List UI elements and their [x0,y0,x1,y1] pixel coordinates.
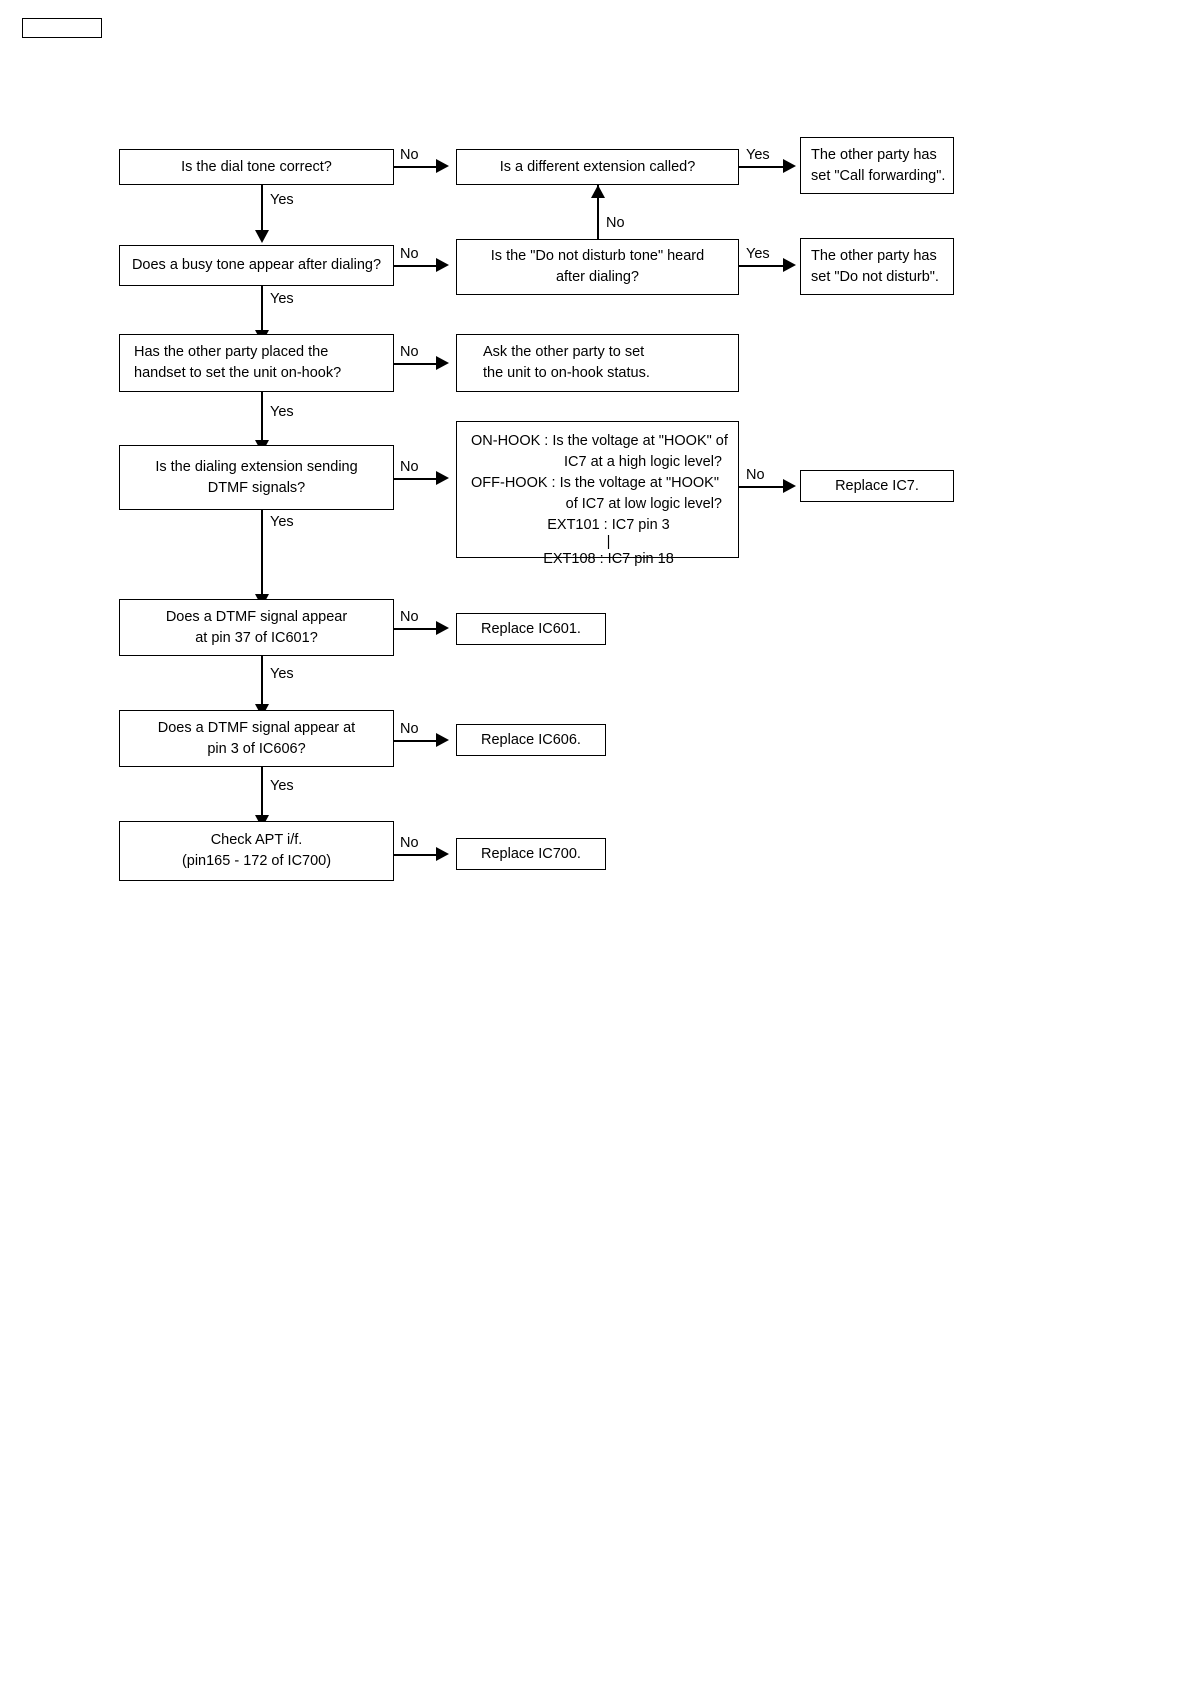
edge-dnd-yes-arrow [783,258,796,272]
edge-label-handset-no: No [400,344,419,360]
edge-diff-ext-yes-arrow [783,159,796,173]
node-dialing-dtmf: Is the dialing extension sending DTMF si… [119,445,394,510]
node-do-not-disturb: The other party has set "Do not disturb"… [800,238,954,295]
edge-label-dtmf-send-no: No [400,459,419,475]
node-replace-ic601-label: Replace IC601. [481,620,581,637]
edge-label-handset-yes: Yes [270,404,294,420]
node-ask-onhook-label: Ask the other party to set the unit to o… [483,344,650,381]
hook-check-line-3: OFF-HOOK : Is the voltage at "HOOK" [471,475,720,492]
edge-hook-no-arrow [783,479,796,493]
edge-ic601-yes-line [261,656,263,708]
edge-busy-tone-no-arrow [436,258,449,272]
node-replace-ic7: Replace IC7. [800,470,954,502]
edge-busy-tone-yes-line [261,286,263,334]
edge-label-dnd-yes: Yes [746,246,770,262]
edge-handset-no-arrow [436,356,449,370]
edge-diff-ext-yes-line [739,166,783,168]
edge-handset-no-line [394,363,436,365]
corner-empty-box [22,18,102,38]
edge-label-dnd-no: No [606,215,625,231]
node-dtmf-ic601: Does a DTMF signal appear at pin 37 of I… [119,599,394,656]
edge-apt-no-arrow [436,847,449,861]
node-do-not-disturb-label: The other party has set "Do not disturb"… [811,247,939,285]
hook-check-vertical-dots: | [606,534,611,551]
edge-dnd-no-line [597,185,599,240]
edge-dtmf-send-no-arrow [436,471,449,485]
node-handset-onhook: Has the other party placed the handset t… [119,334,394,392]
edge-dtmf-send-no-line [394,478,436,480]
hook-check-line-4: of IC7 at low logic level? [565,496,722,513]
edge-dial-tone-no-arrow [436,159,449,173]
edge-dnd-no-arrow [591,185,605,198]
node-replace-ic606: Replace IC606. [456,724,606,756]
hook-check-line-1: ON-HOOK : Is the voltage at "HOOK" of [471,433,728,449]
edge-label-apt-no: No [400,835,419,851]
node-replace-ic700-label: Replace IC700. [481,845,581,862]
edge-label-busy-tone-yes: Yes [270,291,294,307]
edge-ic606-yes-line [261,767,263,819]
node-different-extension-label: Is a different extension called? [499,158,696,175]
node-dtmf-ic601-label: Does a DTMF signal appear at pin 37 of I… [165,608,348,646]
node-check-apt-label: Check APT i/f. (pin165 - 172 of IC700) [181,832,332,869]
edge-label-ic606-yes: Yes [270,778,294,794]
node-dialing-dtmf-label: Is the dialing extension sending DTMF si… [155,458,358,496]
node-dnd-tone: Is the "Do not disturb tone" heard after… [456,239,739,295]
edge-label-dial-tone-no: No [400,147,419,163]
edge-ic601-no-line [394,628,436,630]
node-handset-onhook-label: Has the other party placed the handset t… [134,344,342,381]
edge-hook-no-line [739,486,783,488]
node-call-forwarding: The other party has set "Call forwarding… [800,137,954,194]
edge-label-diff-ext-yes: Yes [746,147,770,163]
hook-check-line-2: IC7 at a high logic level? [564,454,722,471]
node-check-apt: Check APT i/f. (pin165 - 172 of IC700) [119,821,394,881]
edge-label-ic606-no: No [400,721,419,737]
node-replace-ic606-label: Replace IC606. [481,731,581,748]
edge-label-dial-tone-yes: Yes [270,192,294,208]
edge-apt-no-line [394,854,436,856]
edge-dial-tone-yes-line [261,185,263,233]
node-replace-ic7-label: Replace IC7. [835,477,919,494]
node-dtmf-ic606-label: Does a DTMF signal appear at pin 3 of IC… [157,719,356,757]
edge-handset-yes-line [261,392,263,444]
node-dial-tone: Is the dial tone correct? [119,149,394,185]
edge-label-busy-tone-no: No [400,246,419,262]
node-dial-tone-label: Is the dial tone correct? [181,158,332,175]
node-busy-tone: Does a busy tone appear after dialing? [119,245,394,286]
node-different-extension: Is a different extension called? [456,149,739,185]
node-replace-ic601: Replace IC601. [456,613,606,645]
node-busy-tone-label: Does a busy tone appear after dialing? [131,257,382,274]
node-dtmf-ic606: Does a DTMF signal appear at pin 3 of IC… [119,710,394,767]
edge-dial-tone-yes-arrow [255,230,269,243]
edge-dial-tone-no-line [394,166,436,168]
hook-check-line-6: EXT108 : IC7 pin 18 [543,551,674,568]
node-hook-check: ON-HOOK : Is the voltage at "HOOK" of IC… [456,421,739,567]
edge-label-dtmf-send-yes: Yes [270,514,294,530]
node-dnd-tone-label: Is the "Do not disturb tone" heard after… [490,248,705,285]
edge-dnd-yes-line [739,265,783,267]
edge-label-hook-no: No [746,467,765,483]
edge-ic606-no-line [394,740,436,742]
edge-ic606-no-arrow [436,733,449,747]
edge-label-ic601-no: No [400,609,419,625]
edge-label-ic601-yes: Yes [270,666,294,682]
node-call-forwarding-label: The other party has set "Call forwarding… [811,146,946,184]
edge-busy-tone-no-line [394,265,436,267]
node-ask-onhook: Ask the other party to set the unit to o… [456,334,739,392]
hook-check-line-5: EXT101 : IC7 pin 3 [547,517,670,534]
edge-ic601-no-arrow [436,621,449,635]
node-replace-ic700: Replace IC700. [456,838,606,870]
edge-dtmf-send-yes-line [261,510,263,598]
